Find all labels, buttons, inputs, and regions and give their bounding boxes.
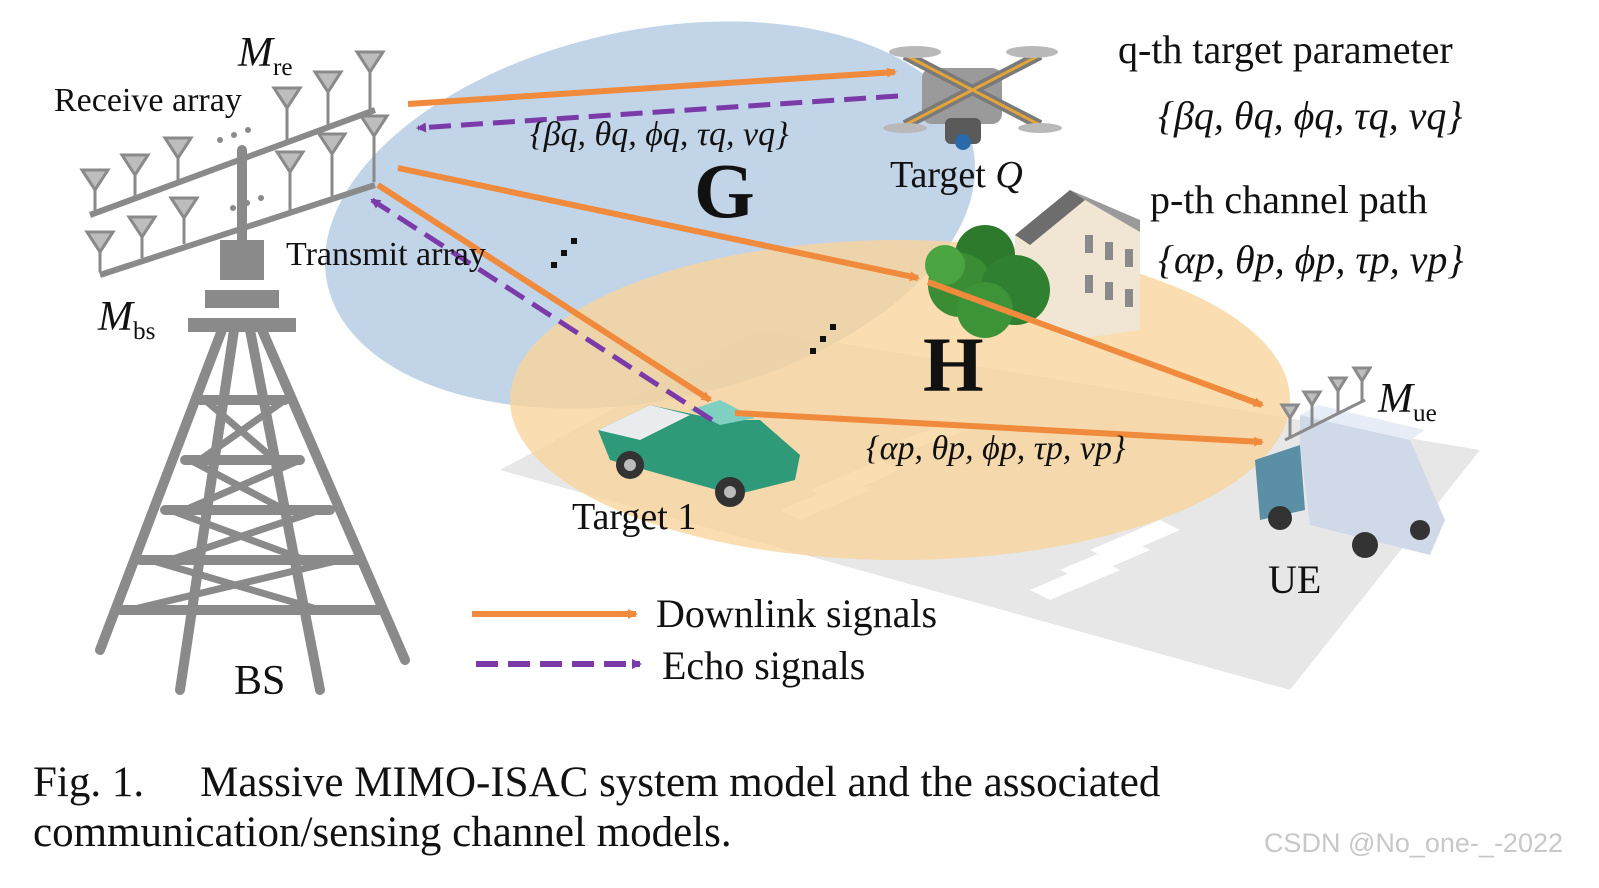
echo-params-label: {βq, θq, ϕq, τq, νq} [530, 116, 789, 153]
p-path-title: p-th channel path [1150, 177, 1428, 222]
g-label: G [694, 147, 755, 234]
downlink-arrow-pickup-to-ue [734, 410, 1264, 447]
target-1-label: Target 1 [572, 496, 697, 538]
bs-label: BS [234, 658, 286, 704]
base-station-tower [95, 145, 410, 695]
path-ellipsis [551, 238, 836, 354]
caption-text: Massive MIMO-ISAC system model and the a… [33, 759, 1161, 856]
echo-arrow-from-drone [416, 93, 899, 133]
target-q-label: Target Q [890, 154, 1023, 196]
downlink-arrow-to-tree [397, 165, 920, 282]
m-bs-label: Mbs [98, 294, 156, 345]
downlink-arrow-to-drone [407, 67, 897, 107]
m-re-label: Mre [238, 30, 293, 81]
path-params-label: {αp, θp, ϕp, τp, νp} [866, 430, 1126, 467]
ue-label: UE [1268, 557, 1322, 602]
q-target-params: {βq, θq, ϕq, τq, νq} [1158, 93, 1463, 138]
figure-caption: Fig. 1.Massive MIMO-ISAC system model an… [33, 758, 1513, 858]
m-ue-label: Mue [1378, 376, 1437, 427]
watermark: CSDN @No_one-_-2022 [1263, 828, 1563, 858]
echo-arrow-from-pickup [370, 197, 714, 423]
legend-downlink-label: Downlink signals [656, 591, 938, 636]
legend-echo-label: Echo signals [662, 643, 866, 688]
p-path-params: {αp, θp, ϕp, τp, νp} [1158, 237, 1464, 282]
q-target-title: q-th target parameter [1118, 27, 1453, 72]
downlink-arrow-to-pickup [376, 182, 712, 403]
figure-number: Fig. 1. [33, 759, 145, 806]
h-label: H [923, 321, 984, 408]
ue-truck [1255, 366, 1445, 558]
receive-array-label: Receive array [54, 82, 242, 119]
antenna-arrays [79, 50, 390, 278]
transmit-array-label: Transmit array [286, 236, 486, 273]
drone-target [883, 46, 1062, 150]
downlink-arrow-tree-to-ue [926, 279, 1264, 408]
pickup-target [598, 400, 800, 507]
